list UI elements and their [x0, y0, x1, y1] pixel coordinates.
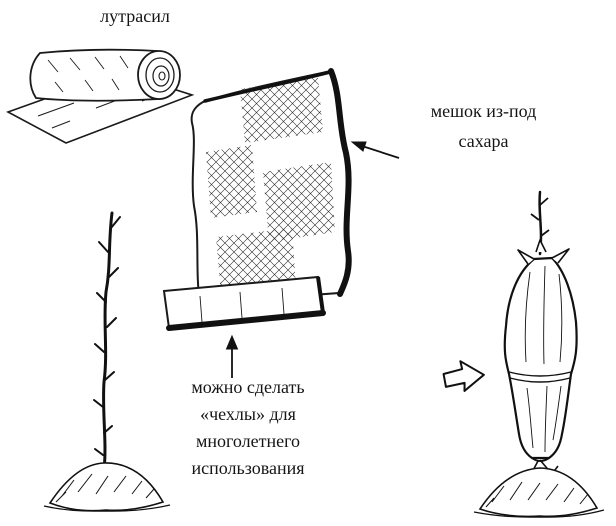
covers-note-line4: использования: [191, 458, 305, 478]
label-arrow-icon: [350, 141, 400, 159]
sack-hatch-patch: [240, 77, 323, 143]
sugar-sack-label-line1: мешок из-под: [430, 101, 537, 121]
up-arrow-icon: [225, 334, 239, 378]
sugar-sack-illustration: [162, 68, 352, 331]
bare-sapling-illustration: [43, 211, 171, 512]
bag-neck-tie: [517, 239, 570, 265]
sack-hatch-patch: [216, 228, 296, 294]
covers-note-line2: «чехлы» для: [200, 404, 296, 424]
sack-hatch-patch: [206, 145, 257, 218]
covered-sapling-illustration: [473, 190, 605, 518]
lutrasil-label: лутрасил: [100, 6, 170, 26]
sugar-sack-label: мешок из-под сахара: [396, 96, 571, 156]
covers-note-line3: многолетнего: [195, 431, 301, 451]
covers-note: можно сделать «чехлы» для многолетнего и…: [158, 374, 338, 482]
soil-mound-left: [43, 462, 171, 512]
sugar-sack-label-line2: сахара: [458, 131, 509, 151]
covers-note-line1: можно сделать: [191, 377, 305, 397]
soil-mound-right: [473, 467, 605, 518]
sack-cuff: [162, 275, 326, 331]
hollow-arrow-icon: [442, 360, 485, 392]
fabric-roll-illustration: [29, 48, 181, 102]
sack-hatch-patch: [263, 162, 335, 242]
